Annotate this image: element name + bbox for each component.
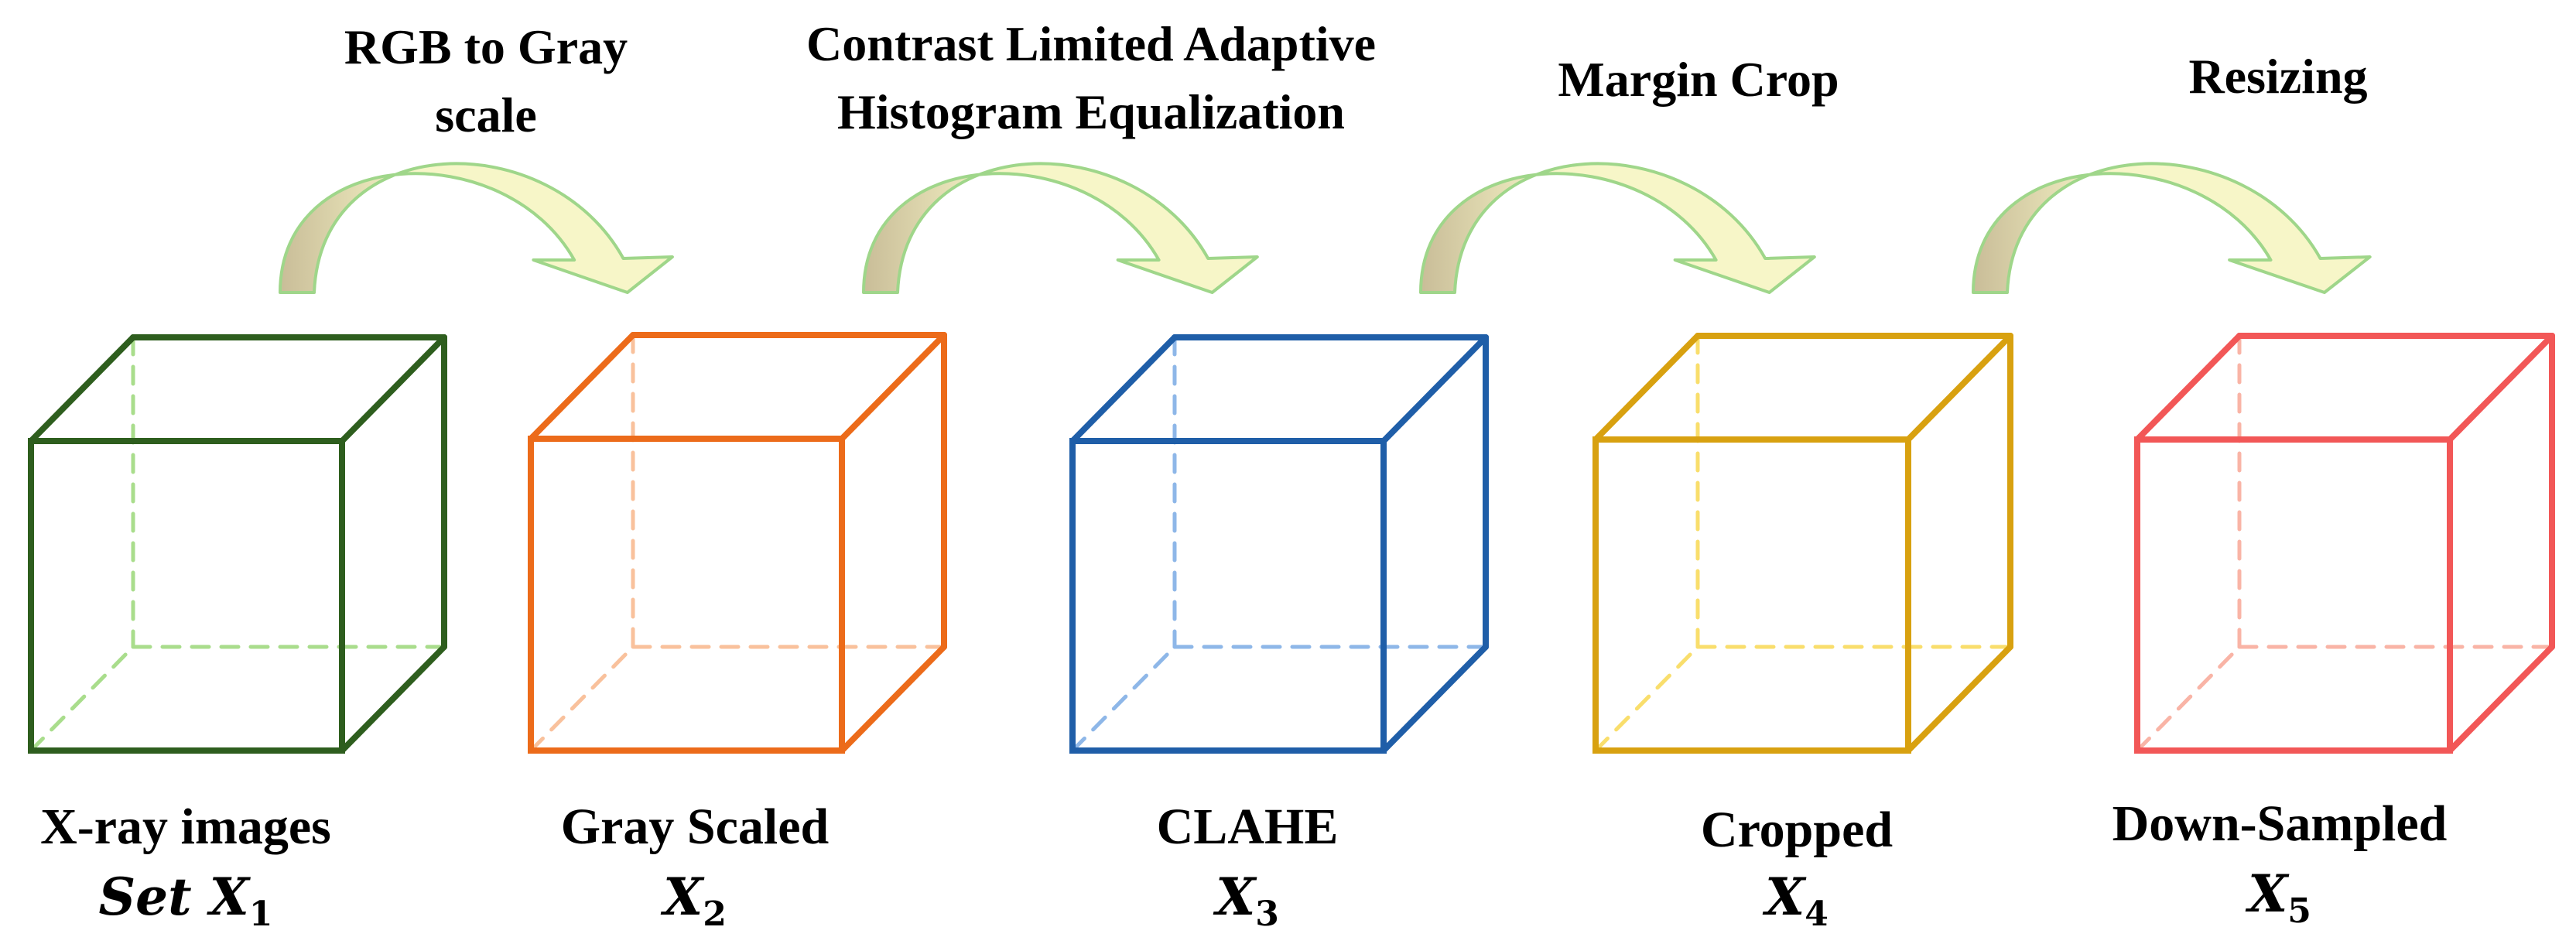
cube-edge xyxy=(2134,333,2242,443)
cube-front-face xyxy=(528,436,845,754)
cube-edge xyxy=(1380,334,1489,444)
cube-front-face xyxy=(1592,436,1911,754)
cube-1 xyxy=(28,334,447,754)
curved-arrow-1 xyxy=(279,162,674,294)
step-label-3-line1: Margin Crop xyxy=(1558,52,1839,107)
stage-4-symbol-x: X xyxy=(1762,867,1807,927)
cube-2 xyxy=(528,332,947,754)
stage-5-caption: Down-Sampled X5 xyxy=(2112,795,2448,931)
stage-1-subscript: 1 xyxy=(249,894,273,934)
step-label-3: Margin Crop xyxy=(1558,52,1839,107)
cube-edge xyxy=(528,332,636,442)
stage-2-symbol: X2 xyxy=(660,867,727,934)
stage-3-symbol-x: X xyxy=(1213,867,1257,927)
stage-2-symbol-x: X xyxy=(660,867,705,927)
step-label-1-line1: RGB to Gray xyxy=(344,19,628,74)
cube-edge xyxy=(339,644,447,754)
cube-edge xyxy=(1905,644,2013,754)
cube-edge xyxy=(839,644,947,754)
stage-4-subscript: 4 xyxy=(1805,894,1829,934)
cube-hidden-edge xyxy=(1593,645,1700,753)
cube-hidden-edge xyxy=(1070,645,1177,753)
stage-1-label: X-ray images xyxy=(40,799,331,855)
step-label-4: Resizing xyxy=(2188,49,2367,104)
cube-hidden-edge xyxy=(529,645,635,753)
stage-2-caption: Gray Scaled X2 xyxy=(561,799,829,934)
curved-arrow-4 xyxy=(1972,162,2372,294)
cube-edge xyxy=(839,332,947,442)
cube-front-face xyxy=(2134,436,2453,754)
stage-5-symbol-x: X xyxy=(2245,864,2290,924)
cube-edge xyxy=(28,334,136,444)
step-label-2: Contrast Limited Adaptive Histogram Equa… xyxy=(806,16,1376,139)
stage-5-symbol: X5 xyxy=(2245,864,2311,931)
curved-arrow-3 xyxy=(1419,162,1816,294)
step-label-1: RGB to Gray scale xyxy=(344,19,628,142)
cube-edge xyxy=(1380,644,1489,754)
stage-4-label: Cropped xyxy=(1701,802,1893,858)
stage-1-caption: X-ray images Set X1 xyxy=(40,799,331,934)
stage-2-subscript: 2 xyxy=(703,894,727,934)
stage-3-label: CLAHE xyxy=(1157,799,1339,855)
stage-1-symbol-x: X xyxy=(207,867,251,927)
step-label-4-line1: Resizing xyxy=(2188,49,2367,104)
cubes-group xyxy=(28,332,2555,754)
cube-5 xyxy=(2134,333,2555,754)
cube-hidden-edge xyxy=(29,645,135,753)
cube-edge xyxy=(1905,333,2013,443)
cube-front-face xyxy=(1069,438,1387,754)
stage-4-symbol: X4 xyxy=(1762,867,1829,934)
stage-2-label: Gray Scaled xyxy=(561,799,829,855)
stage-5-label: Down-Sampled xyxy=(2112,795,2448,852)
stage-1-symbol: Set X1 xyxy=(99,867,273,934)
cube-edge xyxy=(1069,334,1178,444)
step-label-2-line2: Histogram Equalization xyxy=(837,84,1345,139)
stage-3-caption: CLAHE X3 xyxy=(1157,799,1339,934)
stage-1-prefix: Set xyxy=(99,867,210,927)
stage-3-subscript: 3 xyxy=(1255,894,1279,934)
step-label-2-line1: Contrast Limited Adaptive xyxy=(806,16,1376,71)
cube-hidden-edge xyxy=(2135,645,2242,753)
cube-4 xyxy=(1592,333,2013,754)
cube-3 xyxy=(1069,334,1489,754)
step-label-1-line2: scale xyxy=(435,87,537,142)
cube-edge xyxy=(2447,644,2555,754)
cube-edge xyxy=(1592,333,1701,443)
arrows-group xyxy=(279,162,2372,294)
stage-3-symbol: X3 xyxy=(1213,867,1279,934)
cube-edge xyxy=(339,334,447,444)
stage-4-caption: Cropped X4 xyxy=(1701,802,1893,934)
stage-5-subscript: 5 xyxy=(2287,891,2311,931)
curved-arrow-2 xyxy=(862,162,1259,294)
cube-edge xyxy=(2447,333,2555,443)
cube-front-face xyxy=(28,438,345,754)
